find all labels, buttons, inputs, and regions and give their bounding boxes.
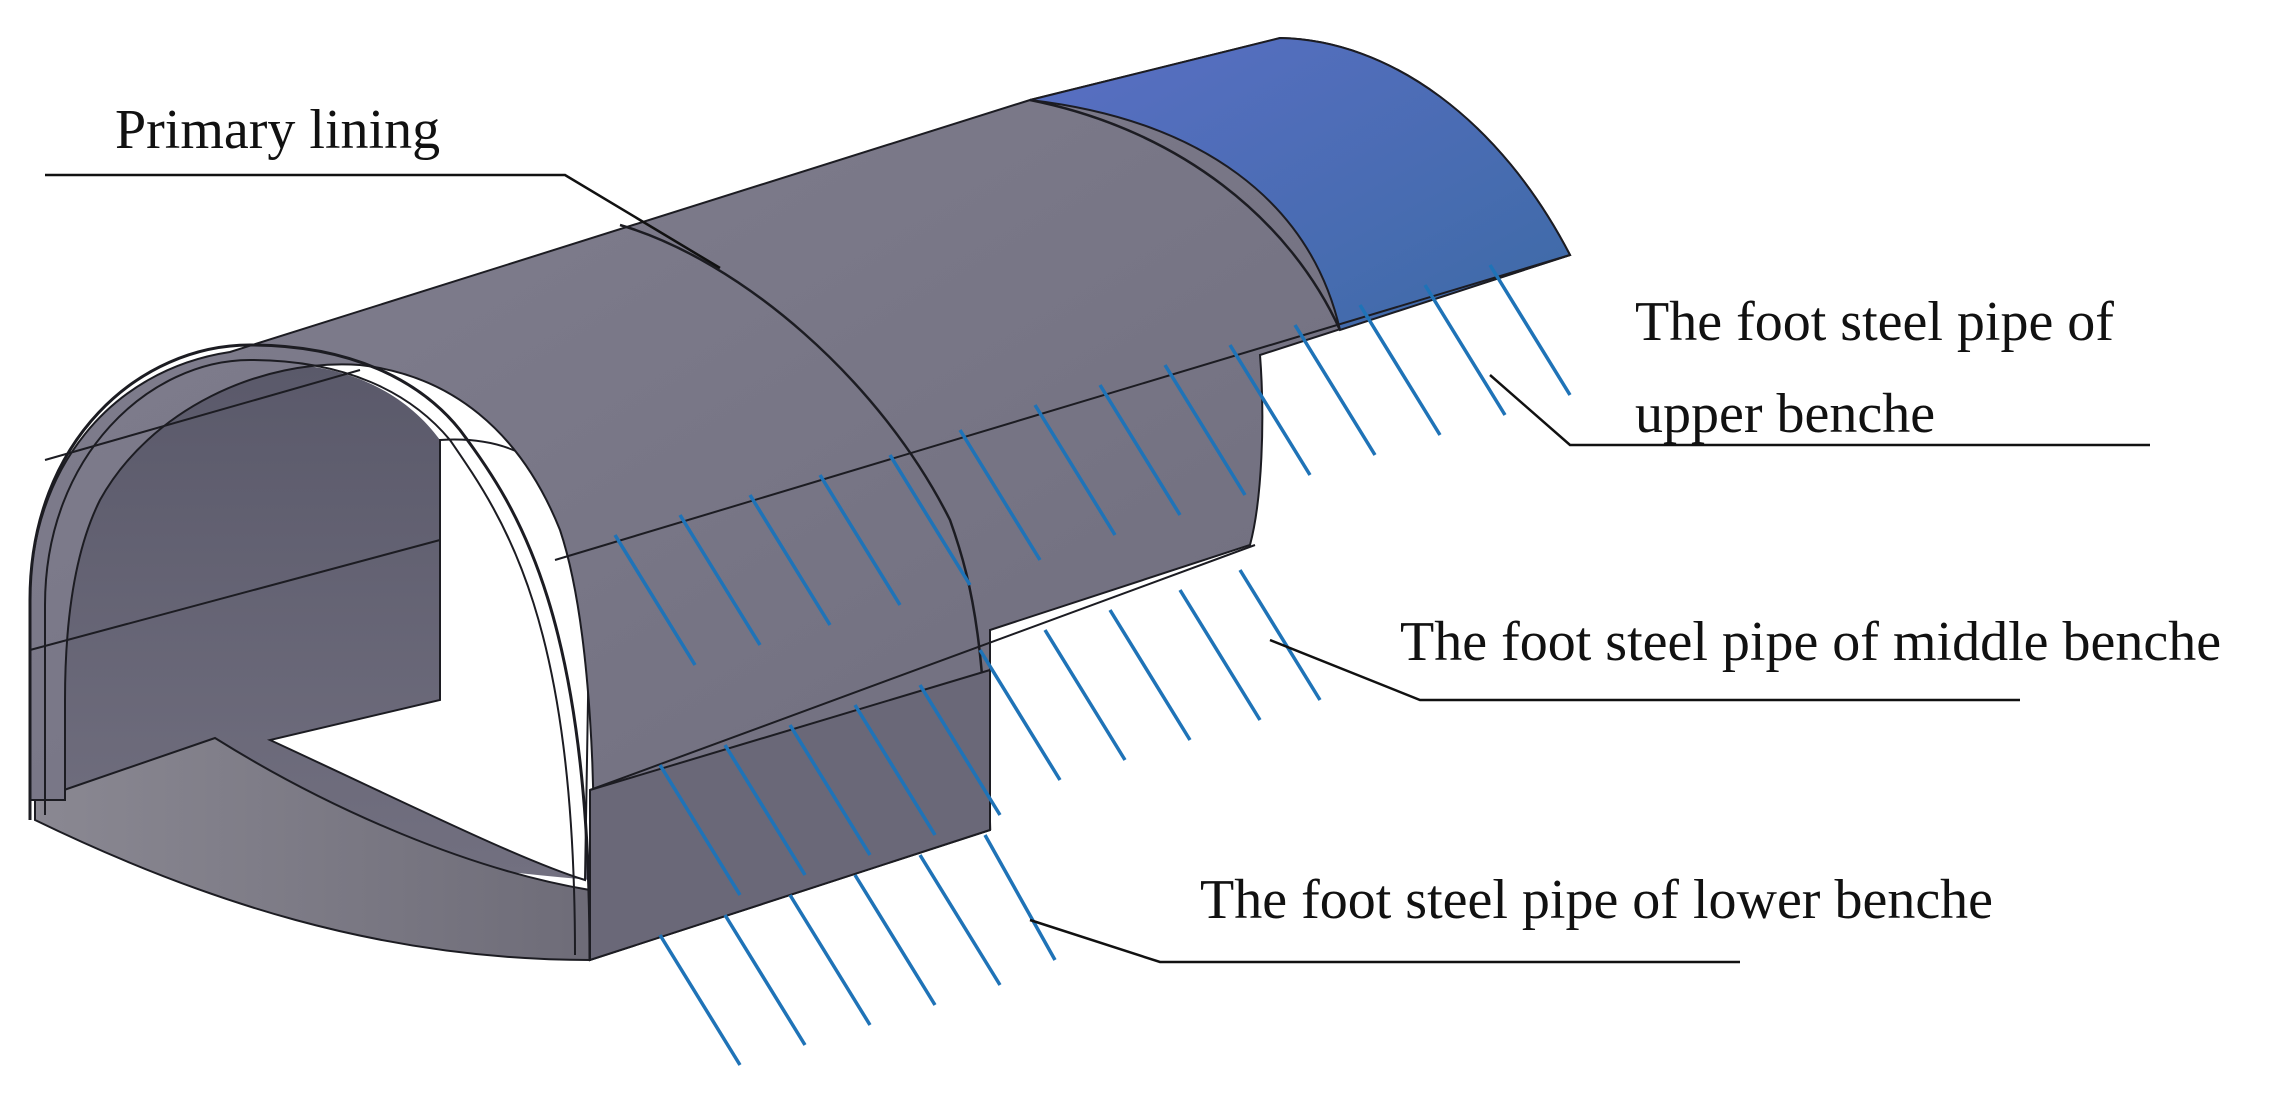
label-primary-lining: Primary lining	[115, 99, 440, 161]
bench-line-middle	[29, 539, 1256, 791]
foot-steel-pipe	[1043, 629, 1127, 761]
label-middle-bench: The foot steel pipe of middle benche	[1400, 611, 2221, 673]
foot-steel-pipe	[983, 834, 1057, 961]
leader-middle-bench	[1269, 638, 2020, 702]
label-lower-bench: The foot steel pipe of lower benche	[1200, 869, 1993, 931]
front-ring-edge	[28, 343, 592, 961]
segment-joint-2	[1029, 98, 1342, 331]
bench-line-upper	[44, 254, 1571, 561]
foot-steel-pipe	[1238, 569, 1322, 701]
foot-steel-pipe	[918, 854, 1002, 986]
foot-steel-pipe	[723, 744, 807, 876]
foot-steel-pipe	[1293, 324, 1377, 456]
foot-steel-pipe	[1488, 264, 1572, 396]
foot-steel-pipe	[1228, 344, 1312, 476]
foot-steel-pipe	[888, 454, 972, 586]
foot-steel-pipe-group-lower	[658, 834, 1057, 1066]
label-upper-bench-line1: The foot steel pipe of	[1635, 291, 2114, 353]
foot-steel-pipe	[853, 704, 937, 836]
foot-steel-pipe	[788, 724, 872, 856]
front-ring-inner	[44, 358, 576, 956]
foot-steel-pipe	[1358, 304, 1442, 436]
foot-steel-pipe	[788, 894, 872, 1026]
foot-steel-pipe	[1098, 384, 1182, 516]
foot-steel-pipe	[658, 934, 742, 1066]
foot-steel-pipe	[818, 474, 902, 606]
foot-steel-pipe-group-middle	[658, 569, 1322, 896]
foot-steel-pipe	[1033, 404, 1117, 536]
foot-steel-pipe	[918, 684, 1002, 816]
foot-steel-pipe	[613, 534, 697, 666]
foot-steel-pipe	[1423, 284, 1507, 416]
foot-steel-pipe	[723, 914, 807, 1046]
foot-steel-pipe	[658, 764, 742, 896]
leader-lower-bench	[1029, 918, 1740, 964]
foot-steel-pipe	[853, 874, 937, 1006]
tunnel-opening	[266, 438, 592, 882]
foot-steel-pipe	[1178, 589, 1262, 721]
foot-steel-pipe	[1108, 609, 1192, 741]
foot-steel-pipe	[978, 649, 1062, 781]
tunnel-invert	[34, 736, 591, 962]
leader-primary-lining	[45, 173, 721, 270]
foot-steel-pipe-group-upper	[613, 264, 1572, 666]
foot-steel-pipe	[748, 494, 832, 626]
foot-steel-pipe	[958, 429, 1042, 561]
foot-steel-pipe	[1163, 364, 1247, 496]
foot-steel-pipe	[678, 514, 762, 646]
label-upper-bench-line2: upper benche	[1635, 383, 1935, 445]
upper-bench-segment	[1029, 36, 1572, 332]
leader-upper-bench	[1489, 374, 2150, 447]
